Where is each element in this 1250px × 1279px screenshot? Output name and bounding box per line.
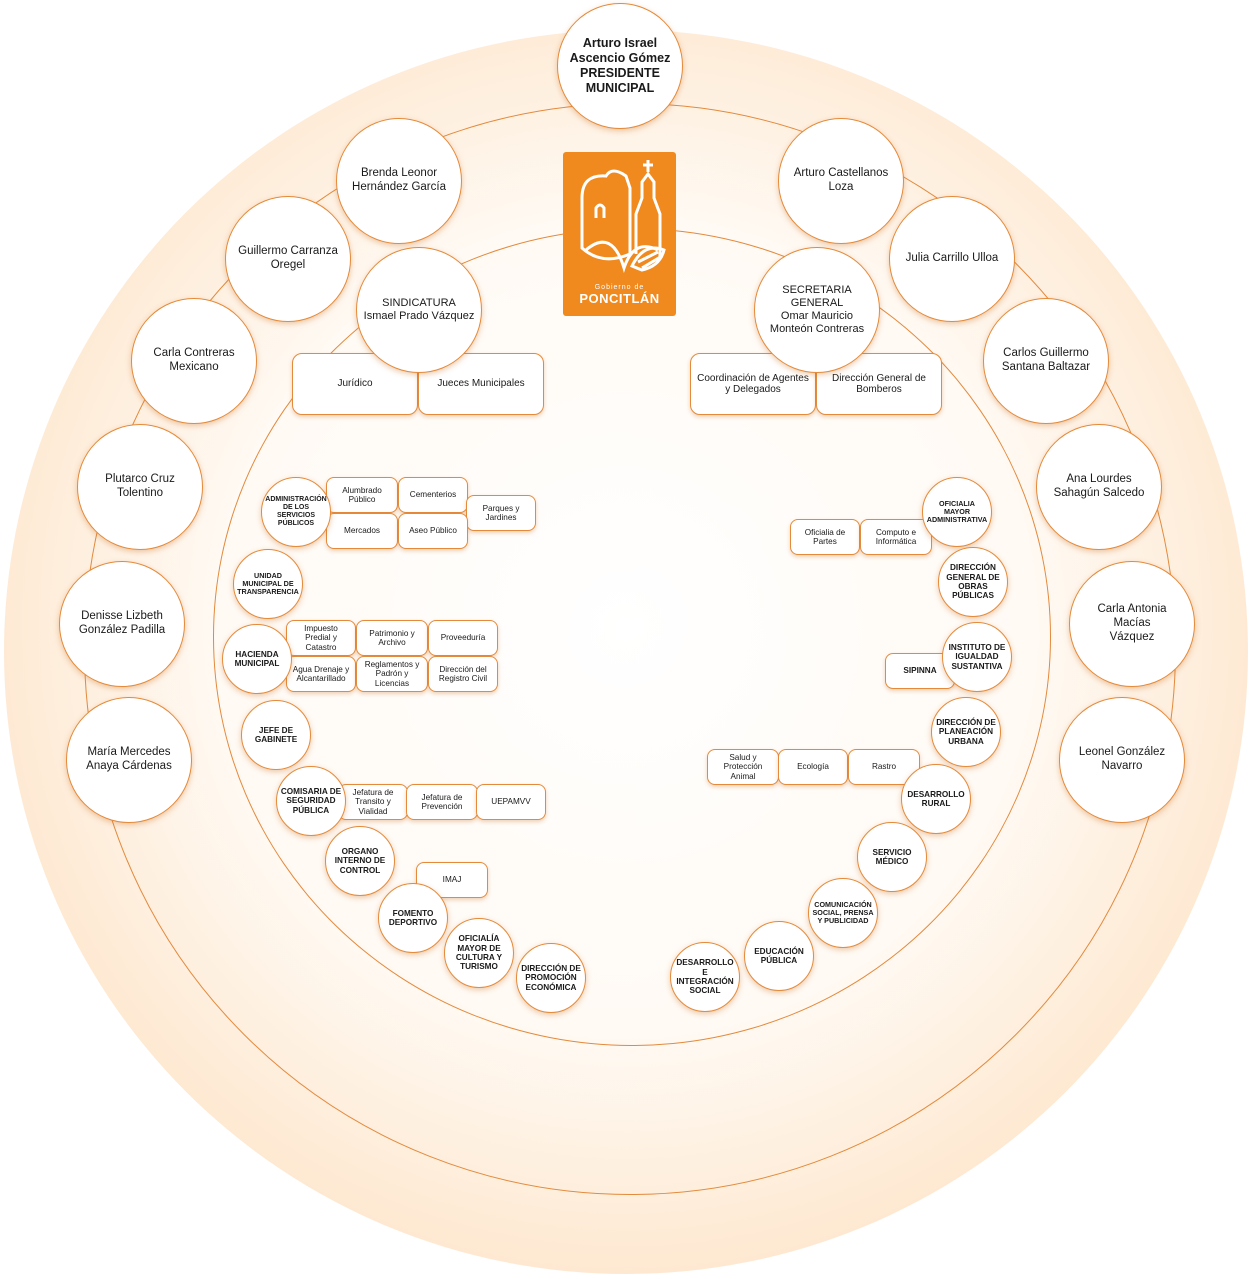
imaj-box: IMAJ: [416, 862, 488, 898]
logo-caption: Gobierno de: [594, 284, 645, 291]
predial-box: Impuesto Predial y Catastro: [286, 620, 356, 656]
registro-civil-box: Dirección del Registro Civil: [428, 656, 498, 692]
educacion-node: EDUCACIÓN PÚBLICA: [744, 921, 814, 991]
economica-node: DIRECCIÓN DE PROMOCIÓN ECONÓMICA: [516, 943, 586, 1013]
sipinna-box: SIPINNA: [885, 653, 955, 689]
aseo-box: Aseo Público: [398, 513, 468, 549]
coordinacion-box: Coordinación de Agentes y Delegados: [690, 353, 816, 415]
transparencia-node: UNIDAD MUNICIPAL DE TRANSPARENCIA: [233, 549, 303, 619]
logo-title: PONCITLÁN: [579, 291, 660, 306]
desarrollo-node: DESARROLLO E INTEGRACIÓN SOCIAL: [670, 942, 740, 1012]
transito-box: Jefatura de Transito y Vialidad: [338, 784, 408, 820]
medico-node: SERVICIO MÉDICO: [857, 822, 927, 892]
partes-box: Oficialia de Partes: [790, 519, 860, 555]
igualdad-node: INSTITUTO DE IGUALDAD SUSTANTIVA: [942, 622, 1012, 692]
proveeduria-box: Proveeduría: [428, 620, 498, 656]
hacienda-node: HACIENDA MUNICIPAL: [222, 624, 292, 694]
comunicacion-node: COMUNICACIÓN SOCIAL, PRENSA Y PUBLICIDAD: [808, 878, 878, 948]
jueces-box: Jueces Municipales: [418, 353, 544, 415]
planeacion-node: DIRECCIÓN DE PLANEACIÓN URBANA: [931, 697, 1001, 767]
logo-emblem-icon: [580, 160, 666, 273]
agua-box: Agua Drenaje y Alcantarillado: [286, 656, 356, 692]
parques-box: Parques y Jardines: [466, 495, 536, 531]
reglamentos-box: Reglamentos y Padrón y Licencias: [356, 656, 428, 692]
cementerios-box: Cementerios: [398, 477, 468, 513]
regidor-node: Julia Carrillo Ulloa: [889, 196, 1015, 322]
oficialia-node: OFICIALIA MAYOR ADMINISTRATIVA: [922, 477, 992, 547]
mercados-box: Mercados: [326, 513, 398, 549]
control-node: ORGANO INTERNO DE CONTROL: [325, 826, 395, 896]
alumbrado-box: Alumbrado Público: [326, 477, 398, 513]
prevencion-box: Jefatura de Prevención: [406, 784, 478, 820]
cultura-node: OFICIALÍA MAYOR DE CULTURA Y TURISMO: [444, 918, 514, 988]
gabinete-node: JEFE DE GABINETE: [241, 700, 311, 770]
uepamvv-box: UEPAMVV: [476, 784, 546, 820]
ecologia-box: Ecología: [778, 749, 848, 785]
servicios-node: ADMINISTRACIÓN DE LOS SERVICIOS PÚBLICOS: [261, 477, 331, 547]
poncitlan-logo: Gobierno de PONCITLÁN: [563, 152, 676, 316]
rural-node: DESARROLLO RURAL: [901, 764, 971, 834]
obras-node: DIRECCIÓN GENERAL DE OBRAS PÚBLICAS: [938, 547, 1008, 617]
seguridad-node: COMISARIA DE SEGURIDAD PÚBLICA: [276, 766, 346, 836]
patrimonio-box: Patrimonio y Archivo: [356, 620, 428, 656]
salud-animal-box: Salud y Protección Animal: [707, 749, 779, 785]
computo-box: Computo e Informática: [860, 519, 932, 555]
deporte-node: FOMENTO DEPORTIVO: [378, 883, 448, 953]
